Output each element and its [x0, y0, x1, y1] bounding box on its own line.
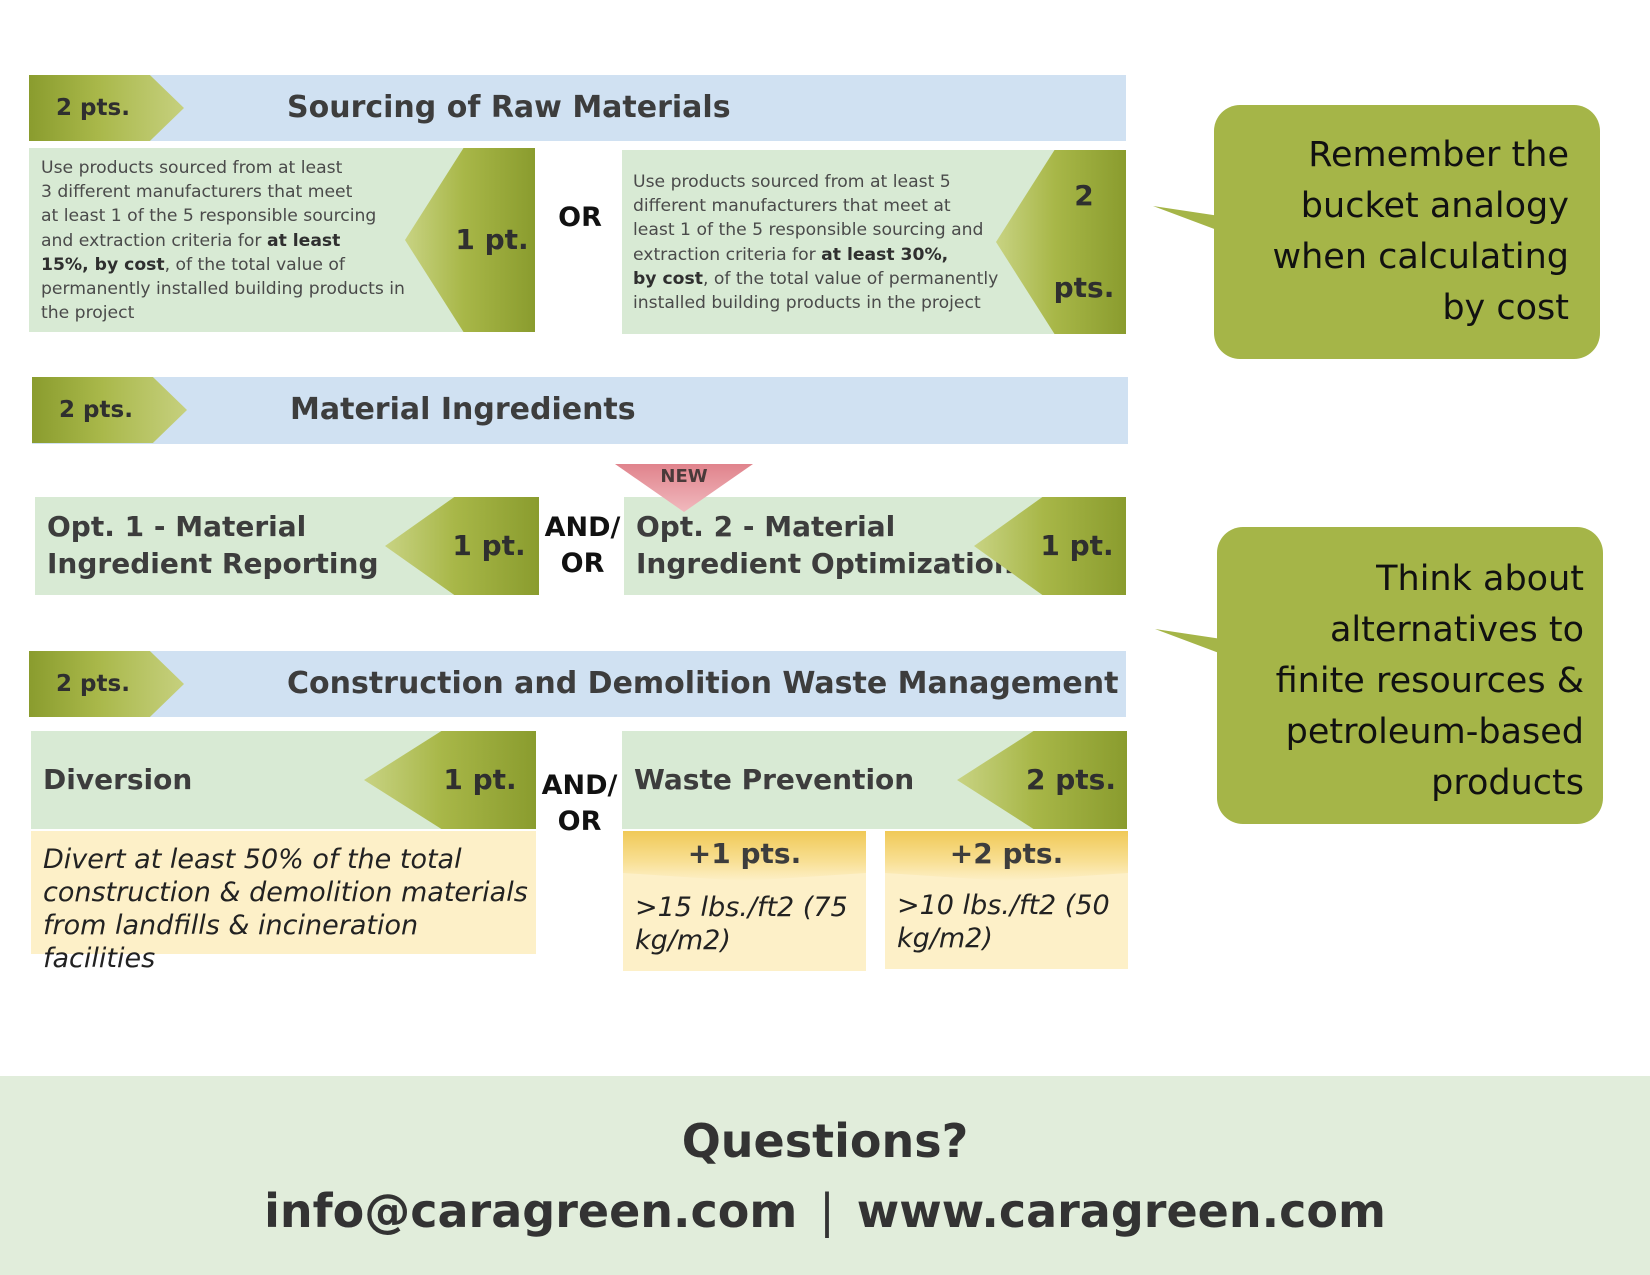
tier-points: +1 pts.: [623, 831, 866, 881]
section-header-sourcing: 2 pts. Sourcing of Raw Materials: [29, 75, 1126, 141]
new-badge-label: NEW: [660, 466, 708, 487]
tier-threshold: >10 lbs./ft2 (50 kg/m2): [897, 890, 1110, 954]
points-chevron: 1 pt.: [405, 148, 535, 332]
option-description: Use products sourced from at least 5 dif…: [633, 172, 999, 314]
option-label: Diversion: [43, 763, 193, 796]
section-title: Sourcing of Raw Materials: [287, 90, 731, 125]
conjunction-and-or: AND/ OR: [544, 512, 621, 579]
points-chevron-label: 1 pt.: [452, 529, 526, 562]
option-label: Opt. 2 - Material Ingredient Optimizatio…: [636, 510, 1014, 580]
points-tag: 2 pts.: [32, 377, 187, 443]
points-chevron: 2 pts.: [957, 731, 1127, 829]
points-chevron-label: 1 pt.: [455, 223, 529, 256]
callout-alternatives: Think about alternatives to finite resou…: [1217, 527, 1603, 824]
diversion-detail-box: Divert at least 50% of the total constru…: [31, 831, 536, 974]
option-box-ingredient-reporting: Opt. 1 - Material Ingredient Reporting 1…: [35, 497, 539, 595]
footer-website[interactable]: www.caragreen.com: [856, 1184, 1386, 1238]
conjunction-or: OR: [558, 202, 602, 233]
footer-contact: info@caragreen.com | www.caragreen.com: [0, 1184, 1650, 1238]
points-chevron-label: 2 pts.: [1026, 763, 1116, 796]
callout-bucket-analogy: Remember the bucket analogy when calcula…: [1214, 105, 1600, 359]
section-title: Material Ingredients: [290, 392, 636, 427]
points-chevron: 2 pts.: [996, 150, 1126, 334]
option-box-ingredient-optimization: Opt. 2 - Material Ingredient Optimizatio…: [624, 497, 1126, 595]
section-title: Construction and Demolition Waste Manage…: [287, 666, 1119, 701]
option-description: Use products sourced from at least 3 dif…: [41, 158, 405, 324]
prevention-tier-2: +2 pts. >10 lbs./ft2 (50 kg/m2): [885, 831, 1128, 969]
points-tag: 2 pts.: [29, 75, 184, 141]
option-label: Waste Prevention: [634, 763, 915, 796]
points-chevron: 1 pt.: [364, 731, 536, 829]
option-box-three-manufacturers: Use products sourced from at least 3 dif…: [29, 148, 535, 332]
callout-text: Remember the bucket analogy when calcula…: [1272, 135, 1569, 328]
callout-text: Think about alternatives to finite resou…: [1275, 559, 1584, 803]
points-chevron: 1 pt.: [385, 497, 539, 595]
points-chevron-label: 2 pts.: [1053, 179, 1115, 304]
points-tag-label: 2 pts.: [56, 95, 130, 121]
footer-question: Questions?: [681, 1114, 969, 1168]
tier-points: +2 pts.: [885, 831, 1128, 881]
option-box-diversion: Diversion 1 pt.: [31, 731, 536, 829]
tier-threshold: >15 lbs./ft2 (75 kg/m2): [635, 892, 848, 956]
section-header-waste-management: 2 pts. Construction and Demolition Waste…: [29, 651, 1126, 717]
points-tag-label: 2 pts.: [59, 397, 133, 423]
prevention-tier-1: +1 pts. >15 lbs./ft2 (75 kg/m2): [623, 831, 866, 971]
points-tag: 2 pts.: [29, 651, 184, 717]
diversion-detail-text: Divert at least 50% of the total constru…: [43, 844, 528, 974]
section-header-material-ingredients: 2 pts. Material Ingredients: [32, 377, 1128, 444]
points-tag-label: 2 pts.: [56, 671, 130, 697]
footer-separator: |: [819, 1184, 835, 1238]
option-box-waste-prevention: Waste Prevention 2 pts.: [622, 731, 1127, 829]
footer: Questions? info@caragreen.com | www.caragr…: [0, 1076, 1650, 1275]
option-label: Opt. 1 - Material Ingredient Reporting: [47, 510, 379, 580]
conjunction-and-or: AND/ OR: [541, 770, 618, 837]
footer-email[interactable]: info@caragreen.com: [264, 1184, 798, 1238]
points-chevron-label: 1 pt.: [1040, 529, 1114, 562]
option-box-five-manufacturers: Use products sourced from at least 5 dif…: [622, 150, 1126, 334]
points-chevron-label: 1 pt.: [443, 763, 517, 796]
